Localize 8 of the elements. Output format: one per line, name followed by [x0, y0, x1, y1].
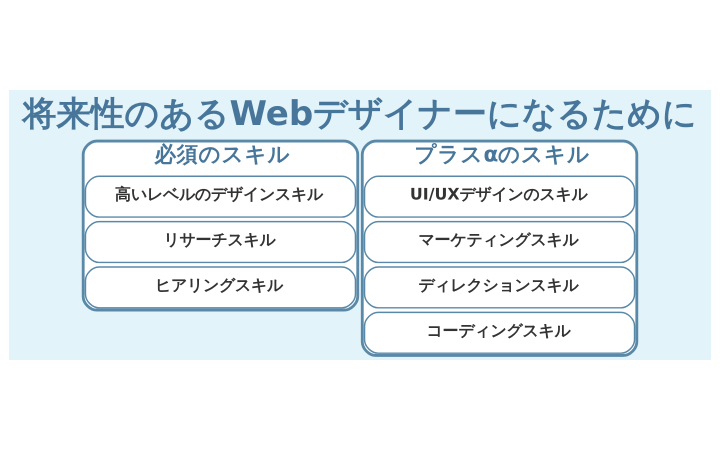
diagram-title: 将来性のあるWebデザイナーになるために [22, 94, 698, 134]
node-box: ディレクションスキル [364, 266, 636, 309]
node-box: コーディングスキル [364, 312, 636, 354]
node-box: リサーチスキル [84, 220, 356, 264]
node-box: マーケティングスキル [364, 220, 636, 264]
node-box: UI/UXデザインのスキル [364, 175, 636, 218]
node-box: 高いレベルのデザインスキル [84, 175, 356, 218]
node-box: ヒアリングスキル [84, 266, 356, 309]
